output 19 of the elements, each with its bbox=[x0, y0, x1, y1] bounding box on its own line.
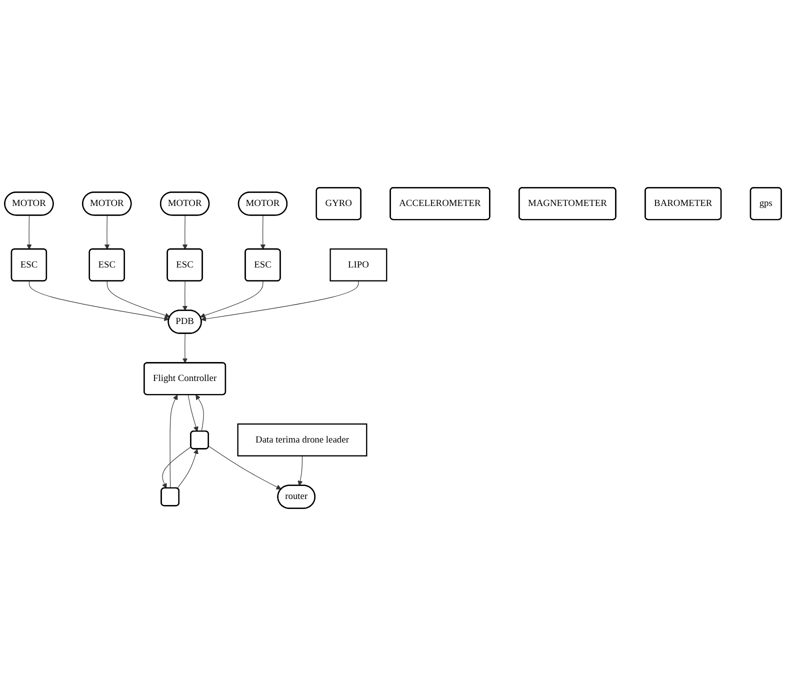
arrow bbox=[170, 394, 178, 488]
arrow bbox=[162, 446, 192, 488]
arrow bbox=[28, 280, 170, 321]
arrow bbox=[208, 445, 282, 489]
node-box: LIPO bbox=[330, 248, 388, 281]
arrow bbox=[176, 448, 198, 488]
arrow bbox=[201, 280, 359, 321]
arrow bbox=[298, 455, 303, 486]
arrow bbox=[188, 394, 198, 432]
arrow bbox=[260, 214, 266, 250]
arrow bbox=[26, 214, 32, 250]
arrow bbox=[106, 280, 170, 318]
arrow bbox=[182, 332, 188, 363]
arrow bbox=[196, 394, 204, 432]
arrow bbox=[104, 214, 110, 250]
arrow bbox=[200, 280, 264, 318]
arrow bbox=[182, 280, 188, 310]
node-box: Data terima drone leader bbox=[237, 422, 368, 456]
arrow bbox=[182, 214, 188, 250]
